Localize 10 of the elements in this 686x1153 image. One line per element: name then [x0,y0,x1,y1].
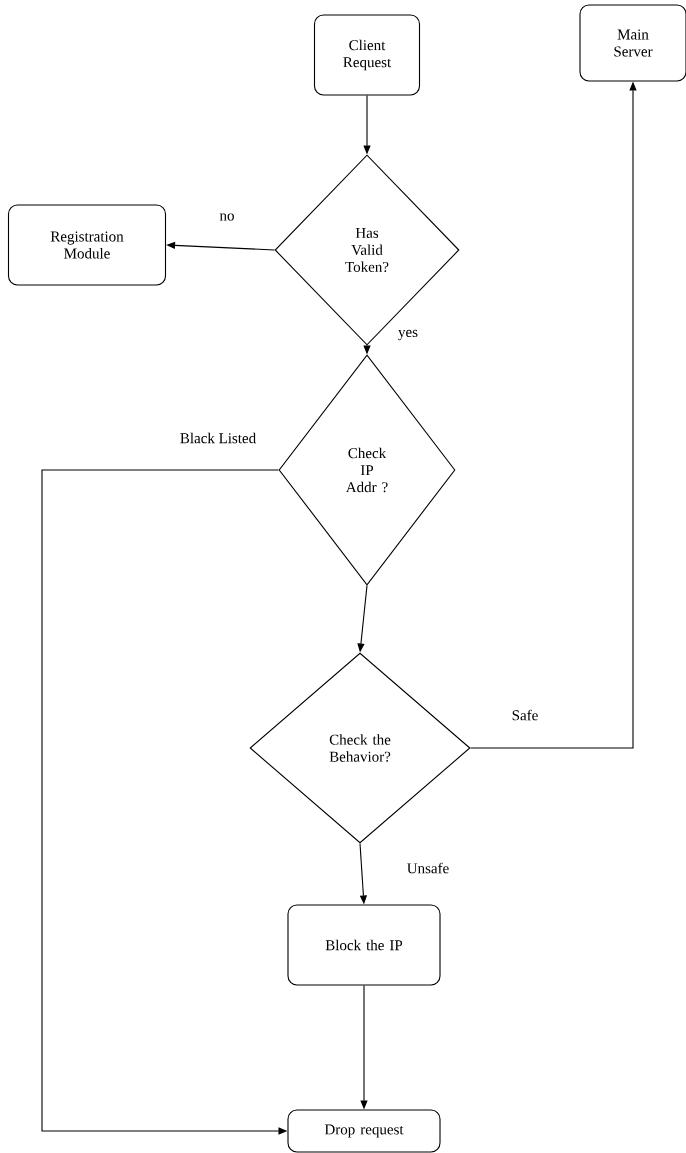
edge-label: Safe [510,708,540,722]
process-box: Block the IP [287,904,441,986]
edge-label: no [218,212,236,222]
edge-label: Unsafe [405,861,451,875]
process-box: Client Request [313,14,421,96]
edge-label: yes [397,328,419,342]
process-box: Main Server [579,4,686,82]
edge-label: Black Listed [178,431,258,445]
process-box: Registration Module [7,204,167,286]
process-box: Drop request [287,1109,441,1153]
